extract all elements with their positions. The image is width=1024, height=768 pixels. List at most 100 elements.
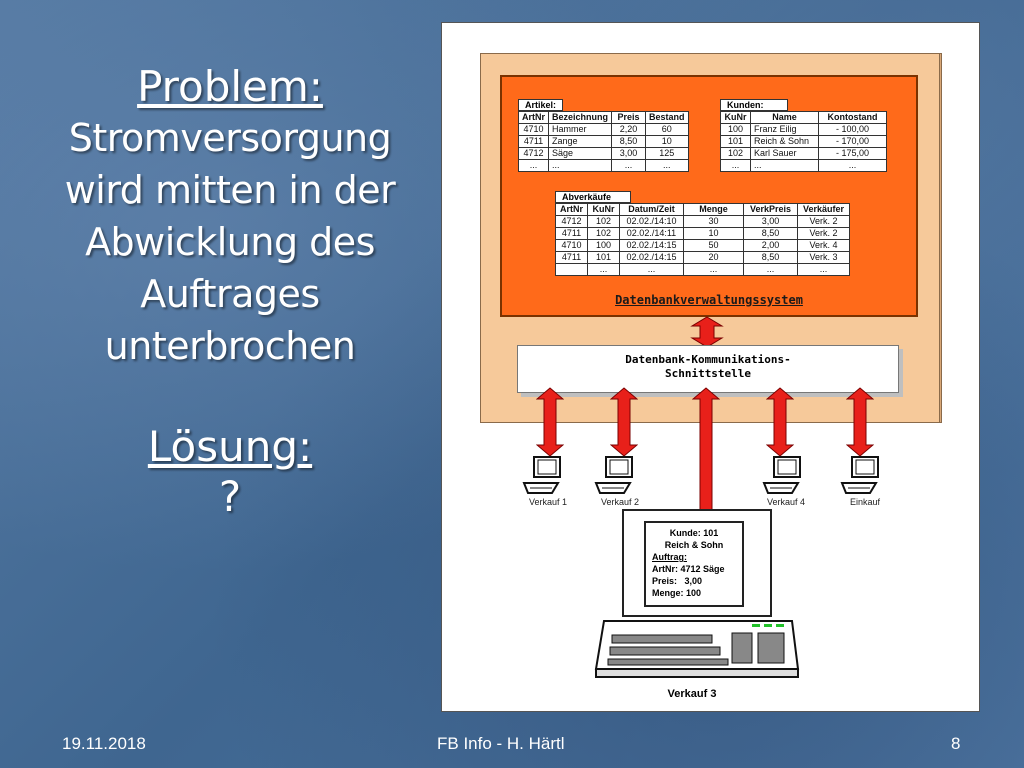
table-cell: ... [743, 263, 798, 276]
table-cell: - 170,00 [818, 135, 887, 148]
table-header-cell: ArtNr [555, 203, 588, 216]
slide-text: Problem: Stromversorgung wird mitten in … [20, 62, 440, 522]
computer-icon [594, 456, 633, 494]
table-cell: 02.02./14:11 [619, 227, 684, 240]
table-header-cell: Datum/Zeit [619, 203, 684, 216]
table-header-cell: KuNr [720, 111, 751, 124]
screen-price: Preis: 3,00 [652, 576, 703, 586]
table-cell: ... [548, 159, 613, 172]
interface-label-1: Datenbank-Kommunikations- [625, 353, 791, 366]
table-cell: 4711 [517, 135, 550, 148]
table-header-cell: Kontostand [818, 111, 887, 124]
table-header-cell: Bestand [645, 111, 689, 124]
computer-icon [762, 456, 801, 494]
table-cell: Säge [548, 147, 613, 160]
table-cell: - 175,00 [818, 147, 887, 160]
table-cell: 20 [683, 251, 744, 264]
table-cell: 4712 [517, 147, 550, 160]
table-cell: 10 [683, 227, 744, 240]
table-cell: 8,50 [611, 135, 647, 148]
table-cell: 02.02./14:10 [619, 215, 684, 228]
table-cell: ... [619, 263, 684, 276]
kunden-table-title: Kunden: [720, 99, 788, 111]
table-cell: ... [517, 159, 550, 172]
table-cell: 102 [587, 227, 620, 240]
terminal-label: Verkauf 1 [528, 497, 568, 507]
table-cell: Karl Sauer [750, 147, 819, 160]
table-cell: 102 [587, 215, 620, 228]
footer-author: FB Info - H. Härtl [437, 734, 565, 753]
table-cell: Verk. 4 [797, 239, 850, 252]
problem-heading: Problem: [137, 62, 323, 111]
table-cell: ... [587, 263, 620, 276]
table-header-cell: Verkäufer [797, 203, 850, 216]
table-cell: ... [611, 159, 647, 172]
table-row: ............... [555, 263, 850, 276]
table-cell [555, 263, 588, 276]
table-cell: ... [818, 159, 887, 172]
table-cell: Verk. 3 [797, 251, 850, 264]
table-cell: 125 [645, 147, 689, 160]
problem-line: wird mitten in der [64, 168, 396, 212]
table-cell: 8,50 [743, 227, 798, 240]
table-cell: ... [683, 263, 744, 276]
screen-order-label: Auftrag: [652, 552, 687, 562]
verkauf3-label: Verkauf 3 [667, 688, 717, 700]
terminal-arrow [536, 387, 564, 457]
table-cell: 2,20 [611, 123, 647, 136]
table-cell: 4710 [555, 239, 588, 252]
table-cell: 3,00 [611, 147, 647, 160]
table-cell: 102 [720, 147, 751, 160]
table-header-cell: Menge [683, 203, 744, 216]
screen-quantity: Menge: 100 [652, 588, 702, 598]
table-header-cell: Name [750, 111, 819, 124]
table-cell: ... [645, 159, 689, 172]
solution-heading: Lösung: [147, 422, 313, 471]
problem-line: Abwicklung des [85, 220, 375, 264]
dbms-label: Datenbankverwaltungssystem [615, 293, 803, 307]
table-cell: Verk. 2 [797, 227, 850, 240]
computer-icon [840, 456, 879, 494]
table-cell: - 100,00 [818, 123, 887, 136]
footer-date: 19.11.2018 [62, 734, 146, 753]
verkauf3-screen: Kunde: 101 Reich & Sohn Auftrag: ArtNr: … [644, 521, 744, 607]
table-header-cell: Preis [611, 111, 647, 124]
table-header-cell: VerkPreis [743, 203, 798, 216]
screen-article: ArtNr: 4712 Säge [652, 564, 725, 574]
table-cell: Zange [548, 135, 613, 148]
communication-interface: Datenbank-Kommunikations- Schnittstelle [517, 345, 899, 393]
table-row: ......... [720, 159, 887, 172]
table-cell: Hammer [548, 123, 613, 136]
table-cell: 4711 [555, 251, 588, 264]
abverkaeufe-table-title: Abverkäufe [555, 191, 631, 203]
terminal-arrow [610, 387, 638, 457]
table-cell: ... [750, 159, 819, 172]
problem-line: Stromversorgung [68, 116, 392, 160]
table-cell: 8,50 [743, 251, 798, 264]
terminal-label: Einkauf [849, 497, 881, 507]
problem-line: unterbrochen [104, 324, 356, 368]
terminal-label: Verkauf 4 [766, 497, 806, 507]
table-cell: 2,00 [743, 239, 798, 252]
table-cell: 3,00 [743, 215, 798, 228]
interface-label-2: Schnittstelle [664, 367, 752, 380]
table-cell: 4710 [517, 123, 550, 136]
table-cell: 30 [683, 215, 744, 228]
table-cell: 02.02./14:15 [619, 251, 684, 264]
table-cell: 101 [720, 135, 751, 148]
table-cell: ... [720, 159, 751, 172]
footer-page-number: 8 [951, 734, 961, 753]
computer-icon [522, 456, 561, 494]
terminal-arrow [766, 387, 794, 457]
keyboard-icon [594, 620, 800, 678]
table-cell: Verk. 2 [797, 215, 850, 228]
